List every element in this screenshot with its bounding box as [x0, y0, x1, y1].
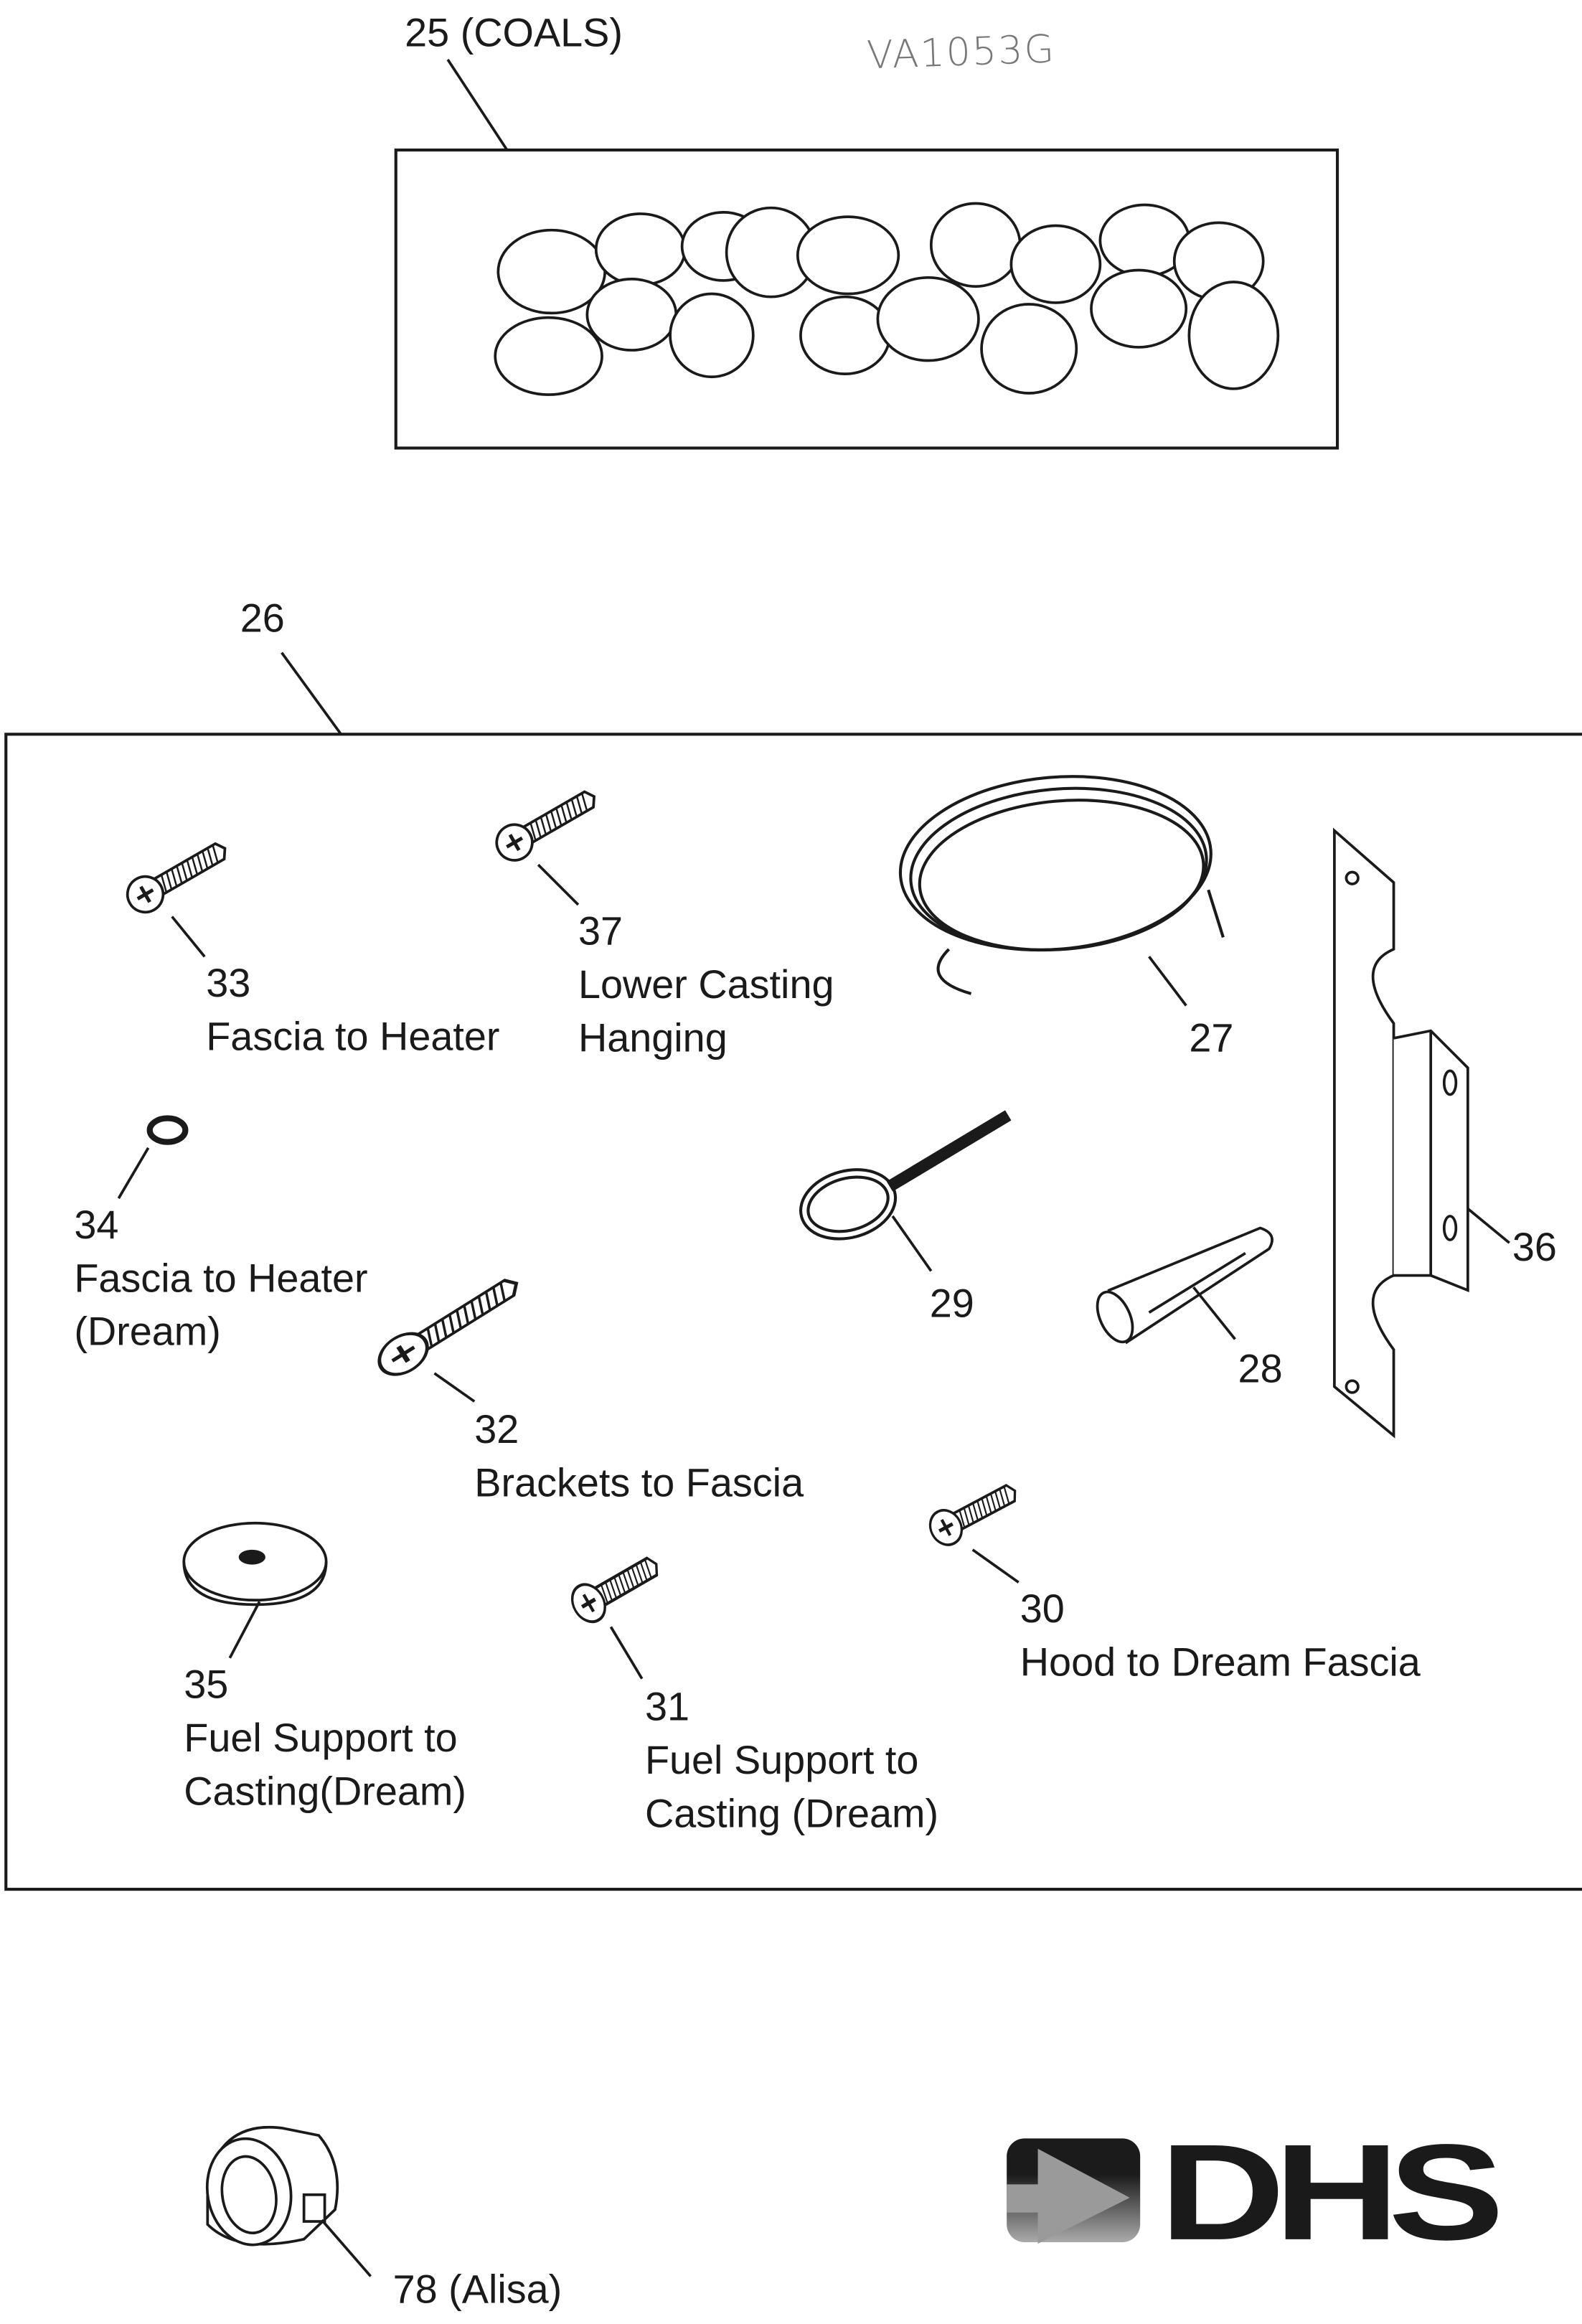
split-washer-34-icon [146, 1115, 189, 1145]
part-37-number: 37 [578, 908, 623, 954]
part-34-description-line2: (Dream) [74, 1309, 221, 1354]
screw-30-icon [924, 1475, 1023, 1551]
leader-37 [537, 863, 580, 906]
leader-36 [1466, 1208, 1510, 1244]
part-32-description: Brackets to Fascia [474, 1460, 804, 1505]
leader-35 [228, 1601, 261, 1659]
part-35-description-line2: Casting(Dream) [184, 1768, 466, 1813]
screw-31-icon [566, 1547, 667, 1627]
part-28-number: 28 [1238, 1345, 1283, 1391]
coals-label: 25 (COALS) [405, 9, 623, 55]
kit-label: 26 [240, 596, 285, 641]
part-30-number: 30 [1020, 1586, 1065, 1631]
screw-37-icon [490, 781, 603, 867]
wire-coil-27-icon [898, 775, 1225, 995]
leader-30 [971, 1548, 1020, 1584]
part-33-description: Fascia to Heater [206, 1013, 499, 1058]
part-36-number: 36 [1512, 1224, 1557, 1269]
part-29-number: 29 [930, 1280, 974, 1325]
leader-78 [321, 2219, 372, 2277]
wall-plug-28-icon [1096, 1226, 1273, 1345]
coals-illustration [494, 202, 1280, 396]
leader-27 [1148, 956, 1187, 1007]
part-35-number: 35 [184, 1662, 228, 1707]
part-30-description: Hood to Dream Fascia [1020, 1639, 1421, 1685]
screw-32-icon [372, 1269, 525, 1383]
dhs-logo: DHS [1007, 2117, 1507, 2269]
bushing-78-icon [205, 2125, 339, 2247]
bracket-36-icon [1333, 827, 1469, 1439]
coals-leader-line [446, 59, 509, 151]
eye-screw-29-icon [799, 1110, 1012, 1241]
part-37-description-line2: Hanging [578, 1015, 728, 1060]
coals-box [394, 149, 1339, 450]
part-31-description-line2: Casting (Dream) [645, 1790, 938, 1835]
part-37-description-line1: Lower Casting [578, 961, 834, 1007]
part-33-number: 33 [206, 960, 250, 1005]
leader-33 [171, 916, 206, 958]
part-34-description-line1: Fascia to Heater [74, 1255, 367, 1300]
part-34-number: 34 [74, 1202, 118, 1247]
part-32-number: 32 [474, 1406, 519, 1452]
washer-35-icon [182, 1521, 328, 1606]
handwritten-part-code: VA1053G [866, 26, 1056, 77]
leader-34 [117, 1147, 150, 1200]
part-27-number: 27 [1189, 1015, 1233, 1060]
dhs-logo-text: DHS [1159, 2117, 1498, 2269]
leader-31 [609, 1626, 644, 1680]
part-31-number: 31 [645, 1684, 689, 1729]
part-31-description-line1: Fuel Support to [645, 1737, 918, 1782]
part-78-label: 78 (Alisa) [393, 2267, 562, 2312]
leader-29 [891, 1215, 933, 1272]
leader-28 [1192, 1286, 1236, 1340]
screw-33-icon [121, 833, 234, 918]
kit-leader-line [281, 651, 342, 735]
kit-box [4, 733, 1582, 1891]
leader-32 [433, 1372, 476, 1403]
part-35-description-line1: Fuel Support to [184, 1715, 457, 1760]
